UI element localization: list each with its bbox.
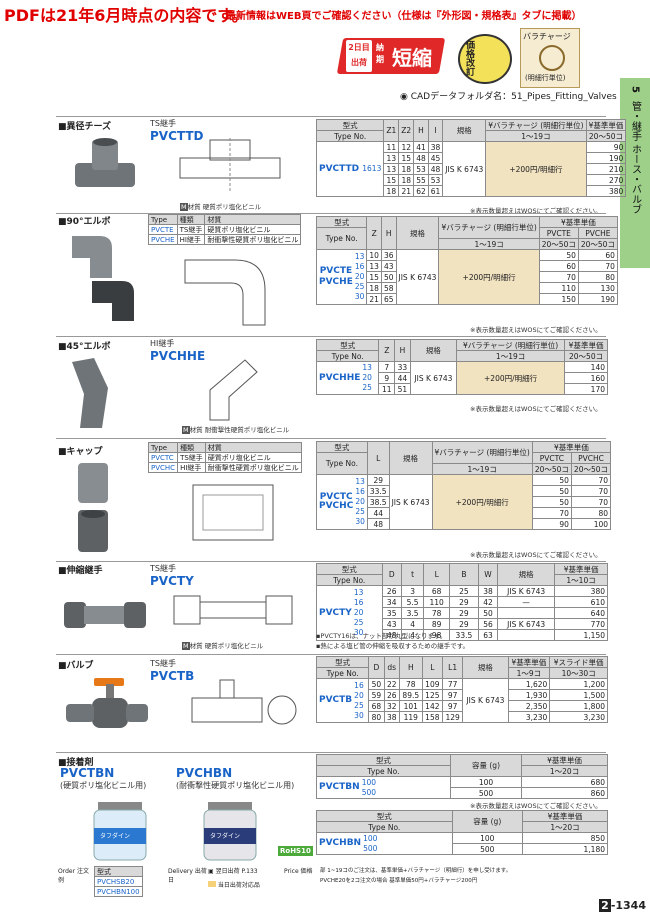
top-banner: PDFは21年6月時点の内容です。 最新情報はWEB頁でご確認ください（仕様は『… — [0, 0, 612, 28]
banner-subline: 最新情報はWEB頁でご確認ください（仕様は『外形図・規格表』タブに掲載） — [226, 11, 582, 22]
product-subtitle: PVCHBN (耐衝撃性硬質ポリ塩化ビニル用) — [176, 766, 295, 790]
section-pvcte — [56, 213, 606, 336]
product-subtitle: TS継手 PVCTB — [150, 659, 195, 683]
elbow45-photo — [72, 358, 108, 428]
same-day-color-swatch — [208, 881, 216, 887]
footer: Order 注文例 型式 PVCHSB20 PVCHBN100 Delivery… — [58, 866, 512, 897]
section-pvchhe — [56, 336, 606, 437]
product-code: PVCTB — [150, 669, 195, 683]
order-example-table: 型式 PVCHSB20 PVCHBN100 — [94, 866, 143, 897]
adhesive-can-photo-2 — [203, 802, 257, 861]
cap-photos — [78, 463, 108, 552]
side-tab-label: 管・継手 ホース・バルブ — [629, 100, 641, 215]
section-title: ■伸縮継手 — [58, 566, 103, 576]
section-title: ■45°エルボ — [58, 342, 111, 352]
section-pvcty — [56, 561, 606, 654]
product-subtitle: HI継手 PVCHHE — [150, 339, 206, 363]
cap-drawing — [192, 484, 274, 541]
section-title: ■90°エルボ — [58, 217, 111, 227]
product-code: PVCHHE — [150, 349, 206, 363]
elbow45-drawing — [209, 359, 258, 421]
side-tab-number: 5 — [629, 86, 641, 93]
product-code: PVCTBN — [60, 766, 115, 780]
delivery-label: Delivery 出荷日 — [168, 868, 207, 884]
truck-icon: ▣ — [208, 868, 214, 875]
elbow-drawing — [184, 259, 266, 326]
coin-icon — [539, 45, 565, 71]
rohs-badge: RoHS10 — [278, 846, 313, 856]
section-pvcttd — [56, 116, 606, 214]
volume-charge-badge: バラチャージ (明細行単位) — [520, 28, 580, 88]
cad-icon: ◉ — [400, 92, 411, 102]
tee-photo — [75, 138, 135, 187]
product-code: PVCTTD — [150, 129, 204, 143]
section-title: ■異径チーズ — [58, 122, 112, 132]
can-label: タフダイン — [210, 833, 241, 840]
page-number: 2-1344 — [599, 899, 646, 912]
material-icon: M — [180, 203, 188, 211]
spec-table-pvcttd: 型式 Z1 Z2 H I 規格 ¥バラチャージ (明細行単位) ¥基準単価 Ty… — [315, 119, 627, 197]
adhesive-can-photo-1 — [93, 802, 147, 861]
section-title: ■キャップ — [58, 447, 103, 457]
cad-folder-label: ◉ CADデータフォルダ名：51_Pipes_Fitting_Valves — [400, 92, 617, 102]
valve-photo — [66, 678, 148, 728]
banner-headline: PDFは21年6月時点の内容です。 — [4, 6, 248, 25]
can-label: タフダイン — [100, 833, 131, 840]
material-icon: M — [182, 426, 190, 434]
section-pvctc — [56, 438, 606, 561]
product-code: PVCTY — [150, 574, 194, 588]
shorten-main: 短縮 — [392, 46, 432, 70]
section-adhesive — [56, 752, 606, 863]
section-pvctb — [56, 654, 606, 751]
spec-table-pvctb: 型式 D ds H L L1 規格 ¥基準単価 ¥スライド単価 Type No.… — [315, 656, 608, 723]
expansion-joint-photo — [64, 602, 146, 628]
section-title: ■接着剤 — [58, 758, 94, 768]
valve-drawing — [191, 679, 297, 725]
product-subtitle: TS継手 PVCTTD — [150, 119, 204, 143]
elbow-photos — [72, 236, 134, 321]
spec-table-pvctc: 型式 L 規格 ¥バラチャージ (明細行単位) ¥基準単価 Type No. P… — [316, 441, 612, 530]
spec-table-pvcty: 型式 D t L B W 規格 ¥基準単価 Type No. 1～10コ PVC… — [316, 563, 608, 641]
tee-drawing — [179, 138, 281, 193]
product-subtitle: PVCTBN (硬質ポリ塩化ビニル用) — [60, 766, 147, 790]
price-label: Price 価格 — [284, 868, 313, 875]
product-code: PVCHBN — [176, 766, 233, 780]
product-subtitle: TS継手 PVCTY — [150, 564, 194, 588]
material-icon: M — [182, 642, 190, 650]
spec-table-pvchhe: 型式 Z H 規格 ¥バラチャージ (明細行単位) ¥基準単価 Type No.… — [315, 339, 608, 395]
section-title: ■バルブ — [58, 661, 94, 671]
spec-table-pvcte: 型式 Z H 規格 ¥バラチャージ (明細行単位) ¥基準単価 Type No.… — [315, 216, 618, 305]
revision-badge: 価格改訂 — [458, 34, 512, 84]
expansion-joint-drawing — [173, 595, 293, 625]
